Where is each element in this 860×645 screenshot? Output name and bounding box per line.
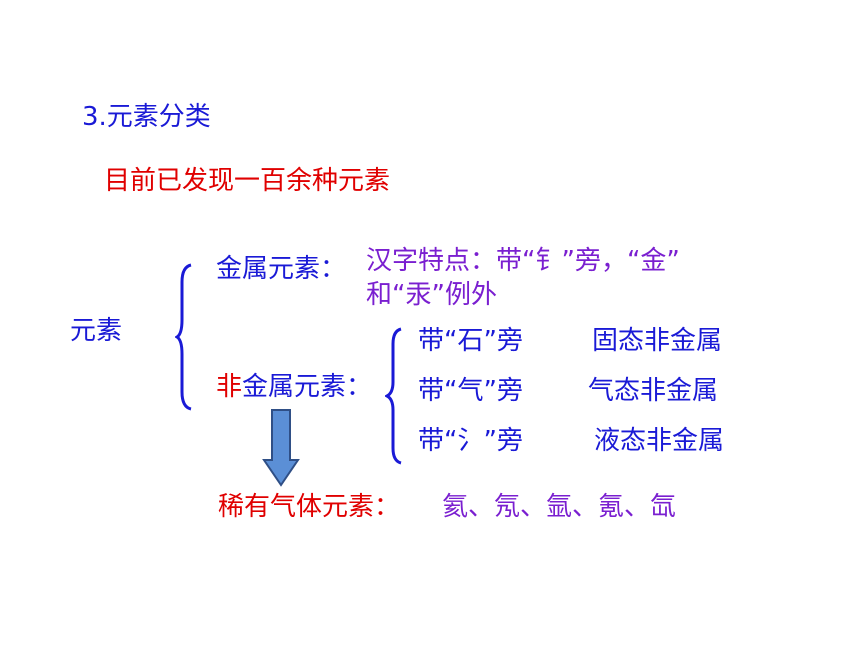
main-brace: [175, 263, 192, 411]
nonmetal-rest: 金属元素：: [242, 372, 373, 402]
metal-note-line1: 汉字特点：带“钅”旁，“金”: [366, 246, 680, 276]
nonmetal-prefix: 非: [216, 372, 243, 402]
nonmetal-radical-2: 带“氵”旁: [418, 426, 523, 456]
nonmetal-radical-0: 带“石”旁: [418, 326, 523, 356]
section-heading: 3.元素分类: [82, 102, 211, 132]
nonmetal-state-1: 气态非金属: [588, 376, 719, 406]
nonmetal-state-2: 液态非金属: [594, 426, 725, 456]
noble-label: 稀有气体元素：: [218, 492, 401, 522]
metal-label: 金属元素：: [216, 254, 347, 284]
subtitle: 目前已发现一百余种元素: [104, 166, 391, 196]
metal-note-line2: 和“汞”例外: [366, 280, 497, 310]
nonmetal-label: 非金属元素：: [216, 372, 372, 402]
down-arrow-icon: [262, 409, 300, 487]
nonmetal-brace: [385, 327, 402, 465]
noble-elements: 氦、氖、氩、氪、氙: [442, 492, 677, 522]
root-label: 元素: [70, 316, 123, 346]
nonmetal-state-0: 固态非金属: [592, 326, 723, 356]
nonmetal-radical-1: 带“气”旁: [418, 376, 523, 406]
